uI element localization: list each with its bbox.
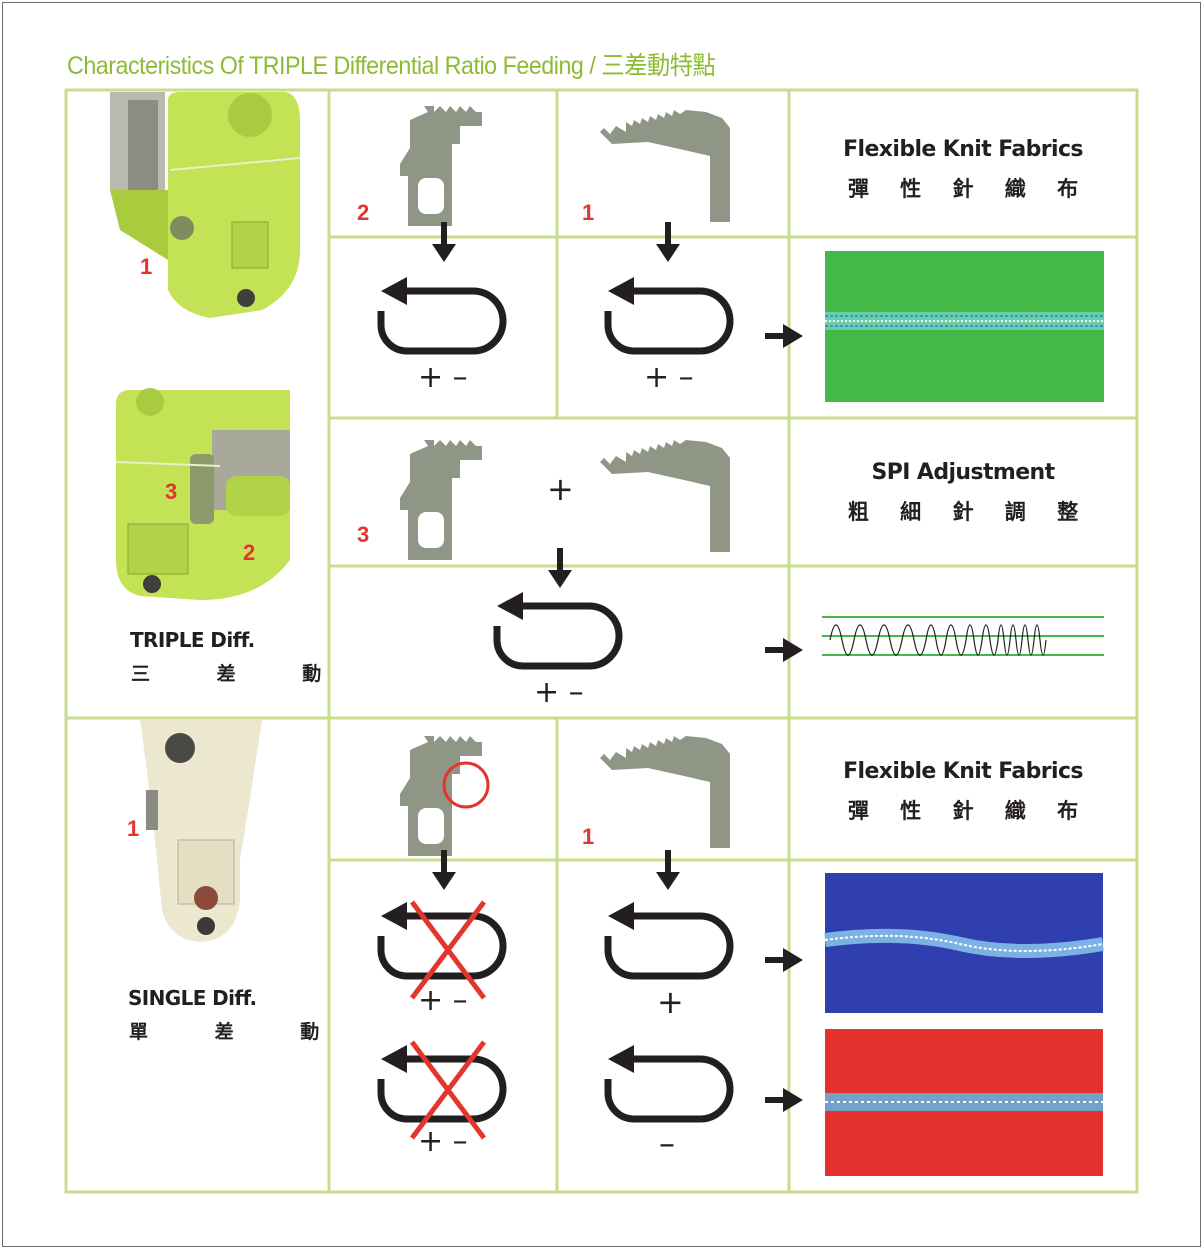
right-arrow-icon: [765, 1088, 803, 1112]
feed-dog-1-single: [600, 736, 730, 848]
triple-machine-front-image: [110, 92, 301, 318]
marker-2: 2: [243, 540, 256, 565]
down-arrow-icon: [656, 850, 680, 890]
sign-plus-only: +: [657, 983, 684, 1021]
feed-dog-3: [400, 440, 482, 560]
sign-row2: + –: [534, 675, 584, 710]
single-diff-label-cn: 單 差 動: [129, 1021, 350, 1043]
triple-machine-rear-image: [115, 388, 290, 600]
result-heading-2-cn: 粗 細 針 調 整: [847, 500, 1091, 524]
table-grid: [64, 88, 1139, 1194]
green-fabric-swatch: [825, 251, 1104, 402]
feed-dog-1: [600, 110, 730, 222]
result-heading-3: Flexible Knit Fabrics: [843, 759, 1083, 784]
page-title: Characteristics Of TRIPLE Differential R…: [67, 52, 716, 80]
down-arrow-icon: [432, 222, 456, 262]
marker-3: 3: [165, 479, 178, 504]
loop-arrow-icon: [608, 902, 730, 976]
single-machine-image: [140, 720, 262, 942]
down-arrow-icon: [656, 222, 680, 262]
triple-diff-label: TRIPLE Diff.: [130, 628, 255, 652]
blue-fabric-swatch: [824, 873, 1105, 1013]
feed-dog-single: [400, 736, 482, 856]
sign-row1-b: + –: [644, 360, 694, 395]
right-arrow-icon: [765, 948, 803, 972]
red-fabric-swatch: [825, 1029, 1103, 1176]
feed-dog-number-2: 2: [357, 200, 370, 225]
loop-arrow-icon: [381, 277, 503, 351]
result-heading-2: SPI Adjustment: [871, 460, 1055, 485]
loop-arrow-icon: [497, 592, 619, 666]
sign-minus-only: –: [659, 1124, 675, 1162]
stitch-diagram: [822, 616, 1104, 656]
marker-1-single: 1: [127, 816, 140, 841]
feed-dog-number-3: 3: [357, 522, 370, 547]
loop-arrow-icon: [608, 277, 730, 351]
sign-crossed-1: + –: [418, 983, 468, 1018]
highlight-circle: [442, 761, 490, 809]
result-heading-1-cn: 彈 性 針 織 布: [847, 177, 1091, 201]
feed-dog-number-1-single: 1: [582, 824, 595, 849]
right-arrow-icon: [765, 324, 803, 348]
feed-dog-1-combined: [600, 440, 730, 552]
right-arrow-icon: [765, 638, 803, 662]
single-diff-label: SINGLE Diff.: [128, 986, 257, 1010]
result-heading-3-cn: 彈 性 針 織 布: [847, 799, 1091, 823]
feed-dog-2: [400, 106, 482, 226]
feed-dog-number-1: 1: [582, 200, 595, 225]
triple-diff-label-cn: 三 差 動: [131, 663, 352, 685]
loop-arrow-icon: [608, 1045, 730, 1119]
result-heading-1: Flexible Knit Fabrics: [843, 137, 1083, 162]
sign-row1-a: + –: [418, 360, 468, 395]
down-arrow-icon: [548, 548, 572, 588]
plus-sign: +: [547, 470, 574, 508]
sign-crossed-2: + –: [418, 1124, 468, 1159]
marker-1: 1: [140, 254, 153, 279]
